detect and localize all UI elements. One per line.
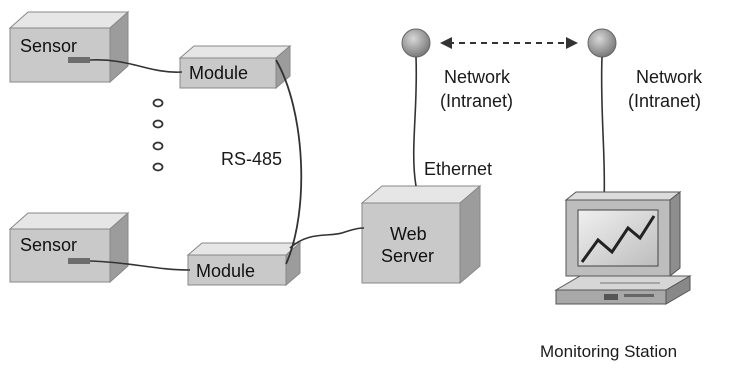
rs485-bus-line [275, 59, 303, 265]
module-top-label: Module [189, 63, 249, 83]
sensor-bottom-box [8, 211, 130, 284]
web-server-label-line1: Web [390, 224, 427, 244]
network-right-label-line1: Network [636, 67, 703, 87]
ethernet-line [412, 56, 418, 187]
sensor-top-label: Sensor [20, 36, 78, 56]
continuation-dots [152, 98, 164, 172]
network-link-arrow [440, 37, 578, 49]
station-network-line [600, 56, 606, 201]
sensor-port-icon [68, 57, 90, 63]
module-top-box [178, 44, 292, 90]
module-bottom-box [186, 241, 302, 287]
web-server-box [360, 184, 482, 285]
ethernet-label: Ethernet [424, 159, 493, 179]
sensor-module-cable-bottom [89, 260, 191, 271]
web-server-label-line2: Server [381, 246, 435, 266]
sensor-top-box [8, 10, 130, 84]
sensor-module-cable-top [89, 59, 183, 73]
network-left-label-line1: Network [444, 67, 511, 87]
monitoring-station-computer-icon [554, 190, 692, 305]
network-node-right [587, 28, 617, 58]
module-server-cable [289, 227, 365, 249]
network-right-label-line2: (Intranet) [628, 91, 702, 111]
sensor-bottom-label: Sensor [20, 235, 78, 255]
monitoring-station-label: Monitoring Station [540, 342, 678, 361]
rs485-label: RS-485 [221, 149, 283, 169]
sensor-port-icon [68, 258, 90, 264]
network-node-left [401, 28, 431, 58]
module-bottom-label: Module [196, 261, 256, 281]
network-left-label-line2: (Intranet) [440, 91, 514, 111]
